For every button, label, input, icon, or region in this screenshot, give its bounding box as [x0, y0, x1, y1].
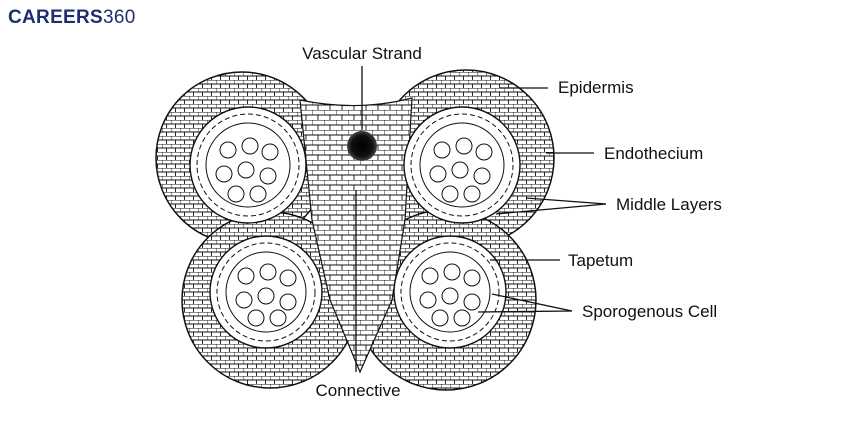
brand-logo-text: CAREERS	[8, 7, 104, 28]
label-endothecium: Endothecium	[604, 144, 703, 163]
label-vascular-strand: Vascular Strand	[302, 44, 422, 63]
label-connective: Connective	[315, 381, 400, 400]
label-tapetum: Tapetum	[568, 251, 633, 270]
locule-top-left	[189, 106, 307, 224]
label-middle-layers: Middle Layers	[616, 195, 722, 214]
locule-bottom-right	[393, 235, 507, 349]
middle-layers-leader-1	[525, 197, 607, 205]
locule-top-right	[403, 106, 521, 224]
vascular-strand-mark	[347, 131, 377, 161]
sporogenous-leader-2	[477, 310, 573, 313]
label-epidermis: Epidermis	[558, 78, 634, 97]
sporogenous-leader-1	[491, 293, 573, 312]
brand-logo-number: 360	[103, 7, 136, 28]
labels	[355, 66, 607, 372]
label-sporogenous-cell: Sporogenous Cell	[582, 302, 717, 321]
middle-layers-leader-2	[495, 203, 607, 215]
brand-logo: CAREERS360	[8, 7, 136, 29]
locule-bottom-left	[209, 235, 323, 349]
